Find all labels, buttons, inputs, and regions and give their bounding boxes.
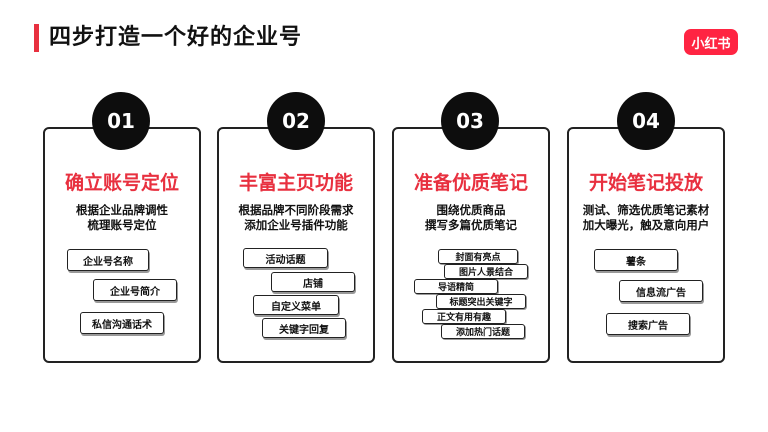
step-chip: 企业号名称 [67, 249, 149, 271]
step-description-line: 围绕优质商品 [436, 203, 506, 217]
step-number-badge: 02 [267, 92, 325, 150]
step-description: 根据企业品牌调性 梳理账号定位 [45, 203, 199, 233]
step-card-2: 丰富主页功能 根据品牌不同阶段需求 添加企业号插件功能 活动话题 店铺 自定义菜… [217, 127, 375, 363]
page-title: 四步打造一个好的企业号 [49, 25, 303, 50]
step-title: 开始笔记投放 [588, 172, 703, 194]
step-chip: 关键字回复 [262, 318, 346, 338]
step-description-line: 根据企业品牌调性 [76, 203, 168, 217]
step-card-1: 确立账号定位 根据企业品牌调性 梳理账号定位 企业号名称 企业号简介 私信沟通话… [43, 127, 201, 363]
step-chip: 封面有亮点 [438, 249, 518, 264]
step-number-badge: 04 [617, 92, 675, 150]
step-title: 准备优质笔记 [413, 172, 528, 194]
step-description-line: 测试、筛选优质笔记素材 [582, 203, 710, 217]
step-chip: 标题突出关键字 [436, 294, 526, 309]
xiaohongshu-logo: 小红书 [684, 29, 738, 55]
step-description: 根据品牌不同阶段需求 添加企业号插件功能 [219, 203, 373, 233]
step-card-4: 开始笔记投放 测试、筛选优质笔记素材 加大曝光，触及意向用户 薯条 信息流广告 … [567, 127, 725, 363]
step-description-line: 梳理账号定位 [87, 218, 157, 232]
step-chip: 自定义菜单 [253, 295, 339, 315]
title-accent-bar [34, 24, 39, 52]
step-chip: 私信沟通话术 [80, 312, 164, 334]
step-chip: 导语精简 [414, 279, 498, 294]
step-number-badge: 01 [92, 92, 150, 150]
step-title: 丰富主页功能 [238, 172, 353, 194]
step-number-badge: 03 [441, 92, 499, 150]
step-chip: 活动话题 [243, 248, 328, 268]
step-title: 确立账号定位 [64, 172, 179, 194]
step-chip: 正文有用有趣 [422, 309, 506, 324]
step-chip: 搜索广告 [606, 313, 690, 335]
step-description-line: 撰写多篇优质笔记 [425, 218, 517, 232]
step-chip: 企业号简介 [93, 279, 177, 301]
step-card-3: 准备优质笔记 围绕优质商品 撰写多篇优质笔记 封面有亮点 图片人景结合 导语精简… [392, 127, 550, 363]
step-chip: 店铺 [271, 272, 355, 292]
step-description: 围绕优质商品 撰写多篇优质笔记 [394, 203, 548, 233]
step-description-line: 根据品牌不同阶段需求 [238, 203, 354, 217]
step-description-line: 添加企业号插件功能 [244, 218, 348, 232]
step-chip: 添加热门话题 [441, 324, 525, 339]
step-chip: 薯条 [594, 249, 678, 271]
step-description: 测试、筛选优质笔记素材 加大曝光，触及意向用户 [569, 203, 723, 233]
step-chip: 信息流广告 [619, 280, 703, 302]
step-chip: 图片人景结合 [444, 264, 528, 279]
step-description-line: 加大曝光，触及意向用户 [582, 218, 710, 232]
